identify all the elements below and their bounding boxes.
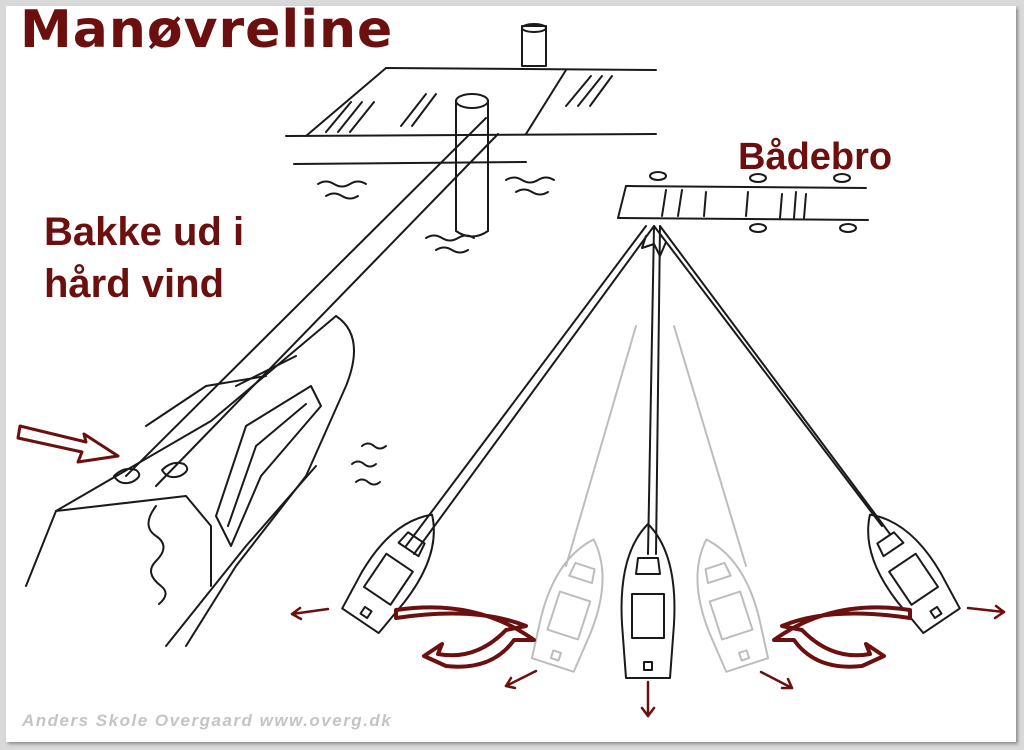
mooring-pile bbox=[455, 93, 489, 238]
wind-label: Bakke ud i hård vind bbox=[44, 210, 245, 306]
jetty-label: Bådebro bbox=[738, 136, 893, 178]
boat-right bbox=[867, 513, 961, 635]
boat-ghost-left bbox=[530, 538, 604, 673]
diagram-title: Manøvreline bbox=[20, 6, 394, 60]
fan-lines bbox=[405, 225, 891, 567]
diagram-canvas bbox=[16, 23, 1006, 718]
boat-ghost-right bbox=[696, 538, 770, 673]
sketch-boat bbox=[25, 315, 387, 647]
wind-arrow bbox=[16, 424, 120, 464]
jetty bbox=[617, 171, 869, 233]
boat-center bbox=[620, 523, 676, 679]
rotation-arrow-right bbox=[772, 605, 912, 669]
boat-left bbox=[341, 513, 435, 635]
rotation-arrow-left bbox=[394, 605, 536, 669]
diagram-frame: Manøvreline Bådebro Bakke ud i hård vind… bbox=[6, 6, 1016, 742]
thrust-arrows bbox=[290, 604, 1006, 718]
credit-text: Anders Skole Overgaard www.overg.dk bbox=[22, 711, 393, 730]
spring-lines bbox=[125, 117, 499, 487]
